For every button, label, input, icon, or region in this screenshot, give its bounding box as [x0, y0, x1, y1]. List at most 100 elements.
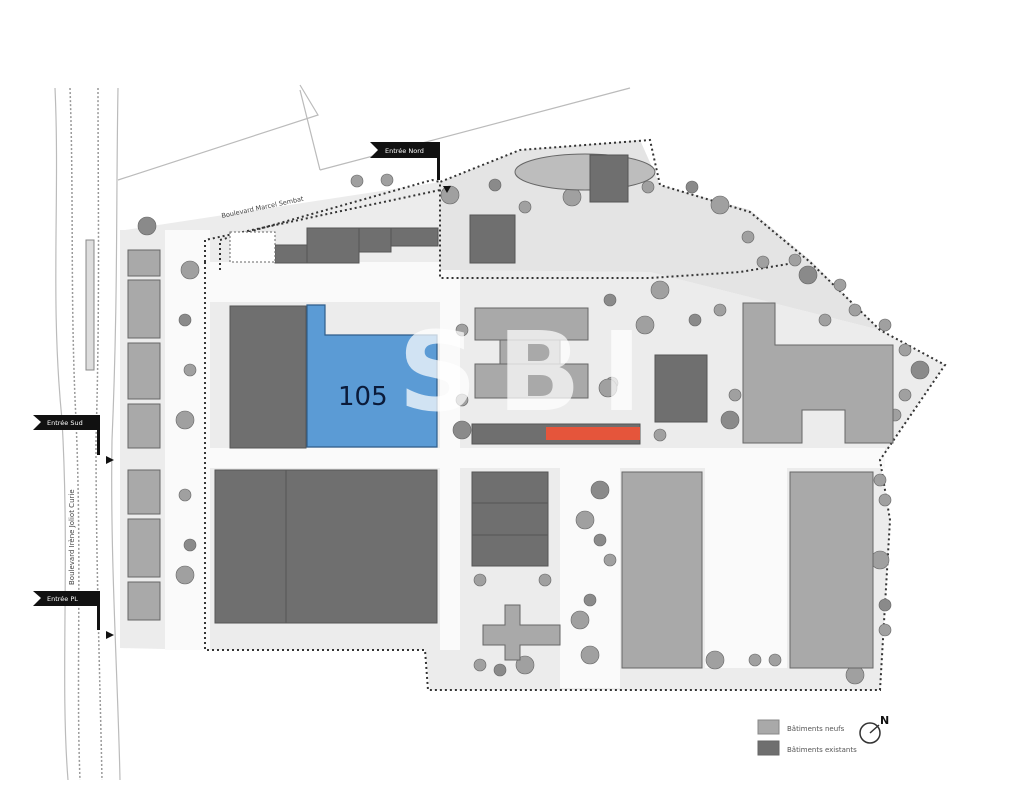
legend-swatch-existing: [757, 740, 780, 756]
tree-icon: [178, 488, 192, 502]
tree-icon: [878, 318, 892, 332]
building-existing: [358, 227, 392, 253]
building-existing: [654, 354, 708, 423]
tree-icon: [635, 315, 655, 335]
tree-icon: [653, 428, 667, 442]
tree-icon: [650, 280, 670, 300]
building-new: [789, 471, 874, 669]
trees: [137, 173, 930, 685]
building-new: [474, 363, 589, 399]
tree-icon: [580, 645, 600, 665]
building-existing: [390, 227, 439, 247]
building-new: [482, 604, 561, 661]
building-new: [621, 471, 703, 669]
tree-icon: [641, 180, 655, 194]
entrance-arrow-icon: [443, 186, 451, 193]
tree-icon: [713, 303, 727, 317]
unit-105[interactable]: [306, 304, 438, 448]
tree-icon: [878, 598, 892, 612]
tree-icon: [590, 480, 610, 500]
tree-icon: [603, 553, 617, 567]
tree-icon: [756, 255, 770, 269]
tree-icon: [845, 665, 865, 685]
tree-icon: [768, 653, 782, 667]
boulevard-sembat-edge: [219, 178, 441, 270]
tram-vehicle: [85, 239, 95, 371]
building-new: [127, 518, 161, 578]
tree-icon: [137, 216, 157, 236]
legend-label-existing: Bâtiments existants: [787, 746, 857, 754]
tree-icon: [833, 278, 847, 292]
entrance-arrow-icon: [106, 631, 114, 639]
parking-oval: [514, 153, 656, 191]
outline-building: [229, 231, 276, 263]
tree-icon: [593, 533, 607, 547]
tree-icon: [575, 510, 595, 530]
legend-swatch-new: [757, 719, 780, 735]
tree-icon: [685, 180, 699, 194]
street-label-west: Boulevard Irène Joliot Curie: [68, 489, 76, 585]
building-new: [127, 249, 161, 277]
tree-icon: [562, 187, 582, 207]
tree-icon: [741, 230, 755, 244]
tree-icon: [798, 265, 818, 285]
tree-icon: [788, 253, 802, 267]
building-new: [127, 581, 161, 621]
north-label: N: [880, 714, 889, 727]
building-new: [127, 469, 161, 515]
tree-icon: [710, 195, 730, 215]
building-existing: [589, 154, 629, 203]
building-existing: [469, 214, 516, 264]
building-new: [499, 339, 561, 365]
tree-icon: [878, 493, 892, 507]
tree-icon: [570, 610, 590, 630]
tree-icon: [452, 420, 472, 440]
tree-icon: [598, 378, 618, 398]
building-existing: [229, 305, 307, 449]
entrance-nord-label: Entrée Nord: [385, 147, 424, 155]
entrance-sud-label: Entrée Sud: [47, 419, 83, 427]
tree-icon: [818, 313, 832, 327]
tree-icon: [175, 565, 195, 585]
entrance-nord-flag: Entrée Nord: [370, 142, 451, 193]
entrance-sud-flag: Entrée Sud: [33, 415, 114, 464]
building-new: [742, 302, 894, 444]
legend-label-new: Bâtiments neufs: [787, 725, 845, 733]
tree-icon: [183, 538, 197, 552]
tree-icon: [455, 323, 469, 337]
entrance-arrow-icon: [106, 456, 114, 464]
tree-icon: [688, 313, 702, 327]
tree-icon: [380, 173, 394, 187]
tree-icon: [898, 388, 912, 402]
accent-bar: [546, 427, 640, 440]
tree-icon: [728, 388, 742, 402]
tree-icon: [178, 313, 192, 327]
building-new: [474, 307, 589, 341]
tree-icon: [518, 200, 532, 214]
building-existing: [306, 227, 360, 264]
tree-icon: [603, 293, 617, 307]
tree-icon: [870, 550, 890, 570]
building-existing: [214, 469, 438, 624]
tree-icon: [473, 573, 487, 587]
tree-icon: [748, 653, 762, 667]
tree-icon: [350, 174, 364, 188]
tree-icon: [538, 573, 552, 587]
building-new: [127, 279, 161, 339]
tree-icon: [180, 260, 200, 280]
tree-icon: [455, 393, 469, 407]
tree-icon: [705, 650, 725, 670]
north-arrow-icon: N: [859, 714, 889, 744]
building-existing: [471, 471, 549, 567]
tree-icon: [910, 360, 930, 380]
tree-icon: [488, 178, 502, 192]
building-new: [127, 403, 161, 449]
building-existing: [274, 244, 308, 264]
legend: Bâtiments neufs Bâtiments existants N: [757, 714, 889, 756]
tree-icon: [473, 658, 487, 672]
watermark: SBI: [398, 308, 662, 436]
tree-icon: [898, 343, 912, 357]
site-boundary: [204, 138, 947, 691]
tree-icon: [440, 185, 460, 205]
